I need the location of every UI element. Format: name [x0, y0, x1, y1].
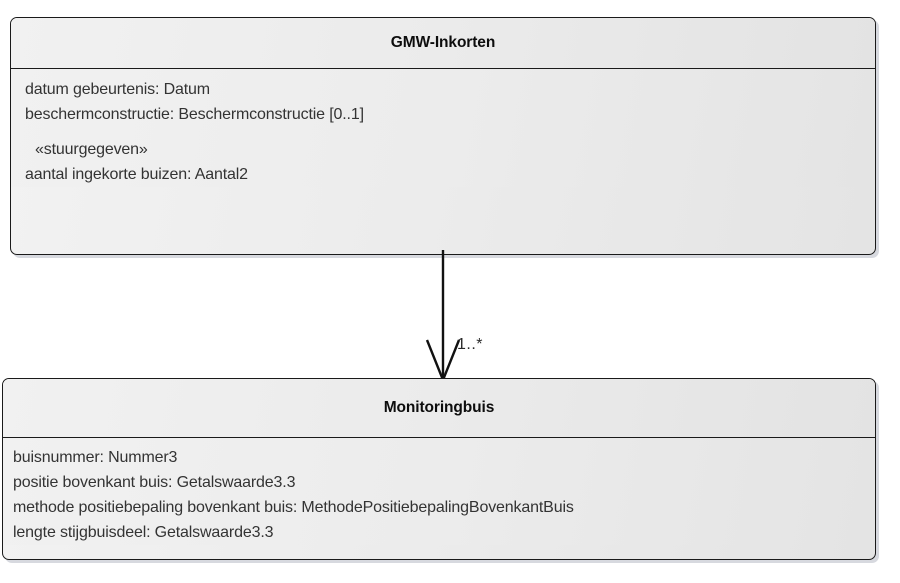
- class-attributes-gmw-inkorten: datum gebeurtenis: Datum beschermconstru…: [11, 69, 875, 187]
- association-multiplicity-label: 1..*: [457, 336, 484, 353]
- class-box-gmw-inkorten[interactable]: GMW-Inkorten datum gebeurtenis: Datum be…: [10, 17, 876, 255]
- class-attribute: datum gebeurtenis: Datum: [25, 81, 210, 98]
- class-attribute: lengte stijgbuisdeel: Getalswaarde3.3: [13, 524, 274, 541]
- class-header-monitoringbuis: Monitoringbuis: [3, 379, 875, 438]
- association-connector-gmw-inkorten-to-monitoringbuis[interactable]: [415, 250, 545, 382]
- class-attribute: methode positiebepaling bovenkant buis: …: [13, 499, 574, 516]
- class-attribute: positie bovenkant buis: Getalswaarde3.3: [13, 474, 296, 491]
- class-box-monitoringbuis[interactable]: Monitoringbuis buisnummer: Nummer3 posit…: [2, 378, 876, 560]
- class-title-gmw-inkorten: GMW-Inkorten: [390, 34, 496, 51]
- class-header-gmw-inkorten: GMW-Inkorten: [11, 18, 875, 69]
- class-attribute: beschermconstructie: Beschermconstructie…: [25, 106, 364, 123]
- class-title-monitoringbuis: Monitoringbuis: [383, 399, 495, 416]
- class-attribute: buisnummer: Nummer3: [13, 449, 178, 466]
- class-attribute: aantal ingekorte buizen: Aantal2: [25, 166, 248, 183]
- association-arrowhead-open-v: [425, 339, 461, 382]
- class-attributes-monitoringbuis: buisnummer: Nummer3 positie bovenkant bu…: [3, 438, 875, 545]
- class-attribute-stereotype: «stuurgegeven»: [35, 141, 148, 158]
